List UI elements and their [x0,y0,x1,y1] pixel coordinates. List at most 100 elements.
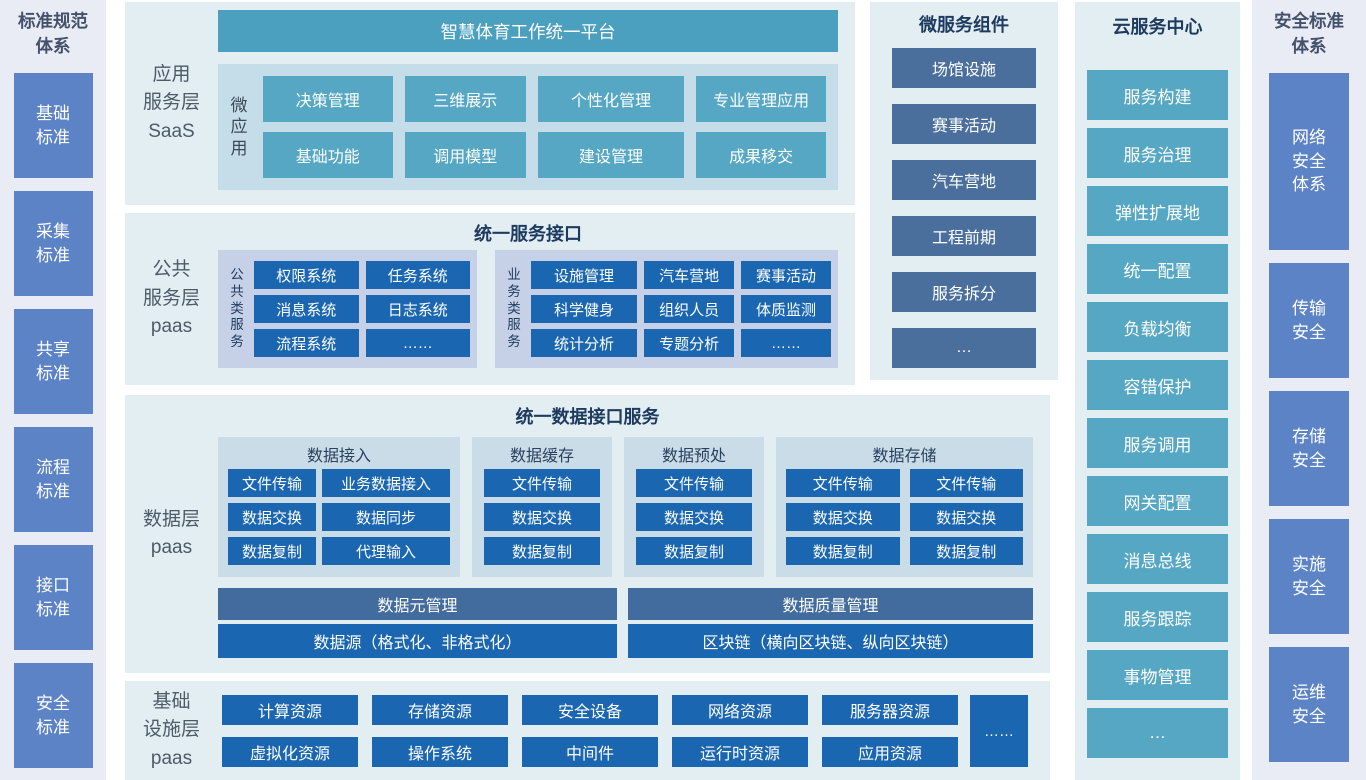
saas-app-box: 决策管理 [263,76,393,122]
common-service-box: 日志系统 [365,295,470,323]
data-layer-section: 数据层 paas 统一数据接口服务 数据接入 文件传输业务数据接入数据交换数据同… [125,395,1050,673]
data-preprocess-box: 数据复制 [636,537,752,565]
data-management-bar: 数据元管理 [218,588,617,620]
data-storage-box: 数据复制 [909,537,1023,565]
data-access-group: 数据接入 文件传输业务数据接入数据交换数据同步数据复制代理输入 [218,437,460,577]
cloud-center-title: 云服务中心 [1112,17,1203,37]
cloud-service-box: 服务治理 [1087,128,1228,178]
data-access-box: 数据复制 [228,537,316,565]
infrastructure-box: 服务器资源 [822,695,958,725]
standard-item: 流程 标准 [13,427,93,532]
data-cache-box: 文件传输 [484,469,600,497]
microservice-box: 工程前期 [892,216,1036,256]
cloud-service-box: 服务调用 [1087,418,1228,468]
infrastructure-row-2: 虚拟化资源操作系统中间件运行时资源应用资源 [222,737,958,767]
saas-app-box: 个性化管理 [537,76,685,122]
standard-item: 安全 标准 [13,663,93,768]
security-standard-item: 实施 安全 [1269,519,1349,634]
business-service-box: 汽车营地 [644,261,735,289]
data-source-bar: 数据源（格式化、非格式化） [218,624,617,658]
security-standards-title: 安全标准 体系 [1274,11,1344,56]
data-storage-box: 数据复制 [786,537,900,565]
business-service-box: 设施管理 [531,261,638,289]
data-cache-grid: 文件传输数据交换数据复制 [484,469,600,565]
data-layer-label: 数据层 paas [142,508,200,559]
data-preprocess-group: 数据预处 文件传输数据交换数据复制 [624,437,764,577]
data-management-bar: 数据质量管理 [628,588,1033,620]
security-standard-item: 存储 安全 [1269,391,1349,506]
data-source-bars: 数据源（格式化、非格式化）区块链（横向区块链、纵向区块链） [218,624,1033,658]
data-storage-box: 文件传输 [909,469,1023,497]
saas-app-box: 建设管理 [537,132,685,178]
micro-app-panel: 微应用 决策管理三维展示个性化管理专业管理应用基础功能调用模型建设管理成果移交 [218,64,838,190]
unified-data-interface-title: 统一数据接口服务 [515,407,660,427]
saas-app-box: 调用模型 [404,132,526,178]
public-service-layer-section: 公共 服务层 paas 统一服务接口 公共类服务 权限系统任务系统消息系统日志系… [125,213,855,385]
data-storage-group: 数据存储 文件传输文件传输数据交换数据交换数据复制数据复制 [776,437,1033,577]
common-service-box: …… [365,329,470,357]
common-service-box: 流程系统 [254,329,359,357]
data-storage-box: 数据交换 [909,503,1023,531]
data-access-title: 数据接入 [306,448,371,465]
microservice-box: 赛事活动 [892,104,1036,144]
security-standards-sidebar: 安全标准 体系 网络 安全 体系传输 安全存储 安全实施 安全运维 安全 [1252,0,1366,780]
business-services-group: 业务类服务 设施管理汽车营地赛事活动科学健身组织人员体质监测统计分析专题分析…… [495,250,838,368]
business-service-box: 组织人员 [644,295,735,323]
platform-header-bar: 智慧体育工作统一平台 [218,10,838,52]
data-storage-title: 数据存储 [872,448,937,465]
infrastructure-box: 安全设备 [522,695,658,725]
data-cache-group: 数据缓存 文件传输数据交换数据复制 [472,437,612,577]
unified-service-interface-title: 统一服务接口 [474,224,582,244]
infrastructure-box: 计算资源 [222,695,358,725]
infrastructure-more-box: …… [970,695,1028,767]
business-services-vertical-label: 业务类服务 [507,266,521,350]
business-services-grid: 设施管理汽车营地赛事活动科学健身组织人员体质监测统计分析专题分析…… [531,261,831,357]
cloud-center-items: 服务构建服务治理弹性扩展地统一配置负载均衡容错保护服务调用网关配置消息总线服务跟… [1087,70,1228,758]
infrastructure-box: 运行时资源 [672,737,808,767]
data-access-box: 数据同步 [322,503,450,531]
cloud-service-box: 服务构建 [1087,70,1228,120]
common-service-box: 任务系统 [365,261,470,289]
cloud-center-column: 云服务中心 服务构建服务治理弹性扩展地统一配置负载均衡容错保护服务调用网关配置消… [1075,2,1240,780]
business-service-box: 科学健身 [531,295,638,323]
business-service-box: …… [741,329,831,357]
data-preprocess-title: 数据预处 [661,448,726,465]
business-service-box: 统计分析 [531,329,638,357]
standard-item: 采集 标准 [13,191,93,296]
common-service-box: 权限系统 [254,261,359,289]
microservice-box: … [892,328,1036,368]
data-storage-box: 数据交换 [786,503,900,531]
infrastructure-row-1: 计算资源存储资源安全设备网络资源服务器资源 [222,695,958,725]
security-standard-item: 网络 安全 体系 [1269,73,1349,250]
data-access-box: 代理输入 [322,537,450,565]
infrastructure-box: 操作系统 [372,737,508,767]
data-access-box: 业务数据接入 [322,469,450,497]
data-cache-box: 数据交换 [484,503,600,531]
business-service-box: 赛事活动 [741,261,831,289]
microservices-column: 微服务组件 场馆设施赛事活动汽车营地工程前期服务拆分… [870,2,1058,380]
data-storage-grid: 文件传输文件传输数据交换数据交换数据复制数据复制 [786,469,1023,565]
data-access-grid: 文件传输业务数据接入数据交换数据同步数据复制代理输入 [228,469,450,565]
cloud-service-box: 网关配置 [1087,476,1228,526]
microservice-box: 服务拆分 [892,272,1036,312]
cloud-service-box: 负载均衡 [1087,302,1228,352]
cloud-service-box: 消息总线 [1087,534,1228,584]
standards-sidebar-title: 标准规范 体系 [18,11,88,56]
cloud-service-box: 弹性扩展地 [1087,186,1228,236]
data-cache-title: 数据缓存 [509,448,574,465]
cloud-service-box: 容错保护 [1087,360,1228,410]
infrastructure-box: 应用资源 [822,737,958,767]
standard-item: 接口 标准 [13,545,93,650]
saas-app-box: 基础功能 [263,132,393,178]
data-management-bars: 数据元管理数据质量管理 [218,588,1033,620]
infrastructure-layer-section: 基础 设施层 paas 计算资源存储资源安全设备网络资源服务器资源 虚拟化资源操… [125,681,1050,780]
common-services-group: 公共类服务 权限系统任务系统消息系统日志系统流程系统…… [218,250,477,368]
common-services-grid: 权限系统任务系统消息系统日志系统流程系统…… [254,261,470,357]
security-standards-items: 网络 安全 体系传输 安全存储 安全实施 安全运维 安全 [1252,73,1366,762]
security-standard-item: 传输 安全 [1269,263,1349,378]
standard-item: 共享 标准 [13,309,93,414]
common-services-vertical-label: 公共类服务 [230,266,244,350]
saas-app-box: 专业管理应用 [696,76,826,122]
data-preprocess-grid: 文件传输数据交换数据复制 [636,469,752,565]
